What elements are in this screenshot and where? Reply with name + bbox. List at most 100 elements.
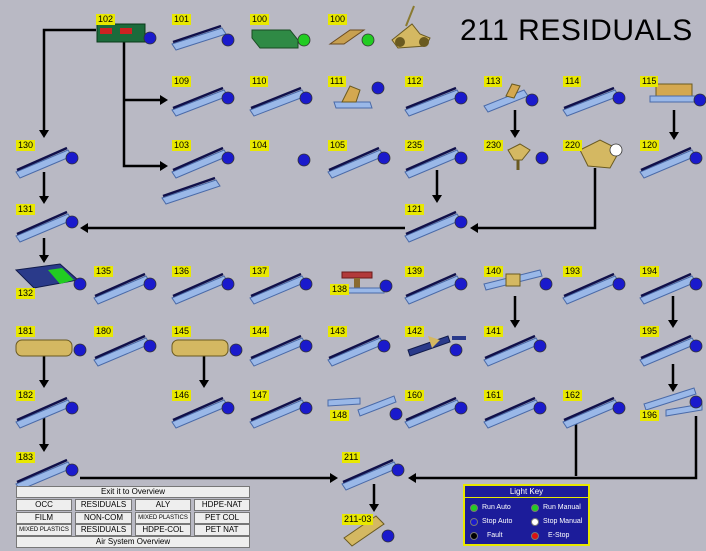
conveyor-131[interactable]	[15, 210, 79, 243]
conveyor-114[interactable]	[562, 86, 626, 117]
light-key-panel: Light Key Run Auto Run Manual Stop Auto …	[463, 484, 590, 546]
nav-mixed-plastics-2-button[interactable]: MIXED PLASTICS	[16, 524, 72, 536]
nav-aly-button[interactable]: ALY	[135, 499, 191, 511]
status-light-145[interactable]	[229, 343, 243, 357]
conveyor-182[interactable]	[15, 396, 79, 429]
status-light-140[interactable]	[539, 277, 553, 291]
conveyor-label-139: 139	[405, 266, 425, 277]
conveyor-136[interactable]	[171, 272, 235, 305]
nav-hdpe-col-button[interactable]: HDPE-COL	[135, 524, 191, 536]
conveyor-137-status-light	[299, 277, 313, 291]
nav-occ-button[interactable]: OCC	[16, 499, 72, 511]
separator-230[interactable]	[507, 143, 531, 161]
conveyor-180[interactable]	[93, 334, 157, 367]
separator-111[interactable]	[341, 85, 361, 103]
flow-arrows	[39, 95, 679, 512]
status-light-104[interactable]	[297, 153, 311, 167]
nav-pet-nat-button[interactable]: PET NAT	[194, 524, 250, 536]
air-system-overview-button[interactable]: Air System Overview	[16, 536, 250, 548]
conveyor-105-status-light	[377, 151, 391, 165]
conveyor-112-status-light	[454, 91, 468, 105]
nav-residuals-2-button[interactable]: RESIDUALS	[75, 524, 132, 536]
conveyor-135[interactable]	[93, 272, 157, 305]
conveyor-195[interactable]	[639, 334, 703, 367]
conveyor-160[interactable]	[404, 396, 468, 429]
conveyor-139[interactable]	[404, 272, 468, 305]
conveyor-label-100: 100	[328, 14, 348, 25]
status-light-148[interactable]	[389, 407, 403, 421]
run-auto-label: Run Auto	[482, 504, 511, 511]
conveyor-235[interactable]	[404, 146, 468, 179]
conveyor-112[interactable]	[404, 86, 468, 117]
conveyor-113[interactable]	[483, 89, 529, 113]
conveyor-146[interactable]	[171, 396, 235, 429]
status-light-230[interactable]	[535, 151, 549, 165]
conveyor-162[interactable]	[562, 396, 626, 429]
status-light-196[interactable]	[689, 395, 703, 409]
conveyor-103[interactable]	[171, 146, 235, 179]
conveyor-146-status-light	[221, 401, 235, 415]
conveyor-144-status-light	[299, 339, 313, 353]
conveyor-137[interactable]	[249, 272, 313, 305]
trommel-145[interactable]	[171, 339, 229, 357]
conveyor-135-status-light	[143, 277, 157, 291]
conveyor-label-120: 120	[640, 140, 660, 151]
status-light-100a[interactable]	[297, 33, 311, 47]
conveyor-194[interactable]	[639, 272, 703, 305]
stop-manual-indicator	[531, 518, 539, 526]
conveyor-109[interactable]	[171, 86, 235, 117]
conveyor-193[interactable]	[562, 272, 626, 305]
hopper-220[interactable]	[579, 139, 621, 169]
conveyor-141[interactable]	[483, 334, 547, 367]
hopper-100[interactable]	[251, 29, 299, 49]
conveyor-label-103: 103	[172, 140, 192, 151]
status-light-102[interactable]	[143, 31, 157, 45]
stop-manual-label: Stop Manual	[543, 518, 583, 525]
nav-hdpe-nat-button[interactable]: HDPE-NAT	[194, 499, 250, 511]
status-light-113[interactable]	[525, 93, 539, 107]
conveyor-label-114: 114	[563, 76, 582, 87]
conveyor-121[interactable]	[404, 210, 468, 243]
nav-non-com-button[interactable]: NON-COM	[75, 512, 132, 524]
conveyor-160-status-light	[454, 401, 468, 415]
conveyor-211[interactable]	[341, 458, 405, 491]
conveyor-label-220: 220	[563, 140, 583, 151]
conveyor-196[interactable]	[643, 387, 697, 411]
conveyor-130[interactable]	[15, 146, 79, 179]
conveyor-147[interactable]	[249, 396, 313, 429]
status-light-211-03[interactable]	[381, 529, 395, 543]
conveyor-144[interactable]	[249, 334, 313, 367]
conveyor-110[interactable]	[249, 86, 313, 117]
status-light-138[interactable]	[379, 279, 393, 293]
feeder-100[interactable]	[328, 29, 366, 45]
status-light-115[interactable]	[693, 93, 706, 107]
nav-mixed-plastics-button[interactable]: MIXED PLASTICS	[135, 512, 191, 524]
status-light-181[interactable]	[73, 343, 87, 357]
conveyor-148[interactable]	[327, 397, 361, 407]
flow-lines	[42, 28, 698, 505]
conveyor-120[interactable]	[639, 146, 703, 179]
conveyor-101[interactable]	[171, 24, 235, 51]
conveyor-105[interactable]	[327, 146, 391, 179]
conveyor-label-141: 141	[484, 326, 504, 337]
nav-pet-col-button[interactable]: PET COL	[194, 512, 250, 524]
status-light-111[interactable]	[371, 81, 385, 95]
conveyor-104-feed[interactable]	[161, 176, 221, 205]
run-auto-indicator	[470, 504, 478, 512]
status-light-142[interactable]	[449, 343, 463, 357]
conveyor-label-113: 113	[484, 76, 503, 87]
status-light-132[interactable]	[73, 277, 87, 291]
conveyor-161[interactable]	[483, 396, 547, 429]
screen-115[interactable]	[655, 83, 693, 97]
exit-to-overview-button[interactable]: Exit it to Overview	[16, 486, 250, 498]
trommel-181[interactable]	[15, 339, 73, 357]
magnet-138[interactable]	[341, 271, 373, 279]
conveyor-195-status-light	[689, 339, 703, 353]
nav-film-button[interactable]: FILM	[16, 512, 72, 524]
conveyor-143[interactable]	[327, 334, 391, 367]
status-light-100b[interactable]	[361, 33, 375, 47]
nav-residuals-button[interactable]: RESIDUALS	[75, 499, 132, 511]
e-stop-label: E-Stop	[548, 532, 570, 539]
status-light-220[interactable]	[609, 143, 623, 157]
conveyor-183-status-light	[65, 463, 79, 477]
